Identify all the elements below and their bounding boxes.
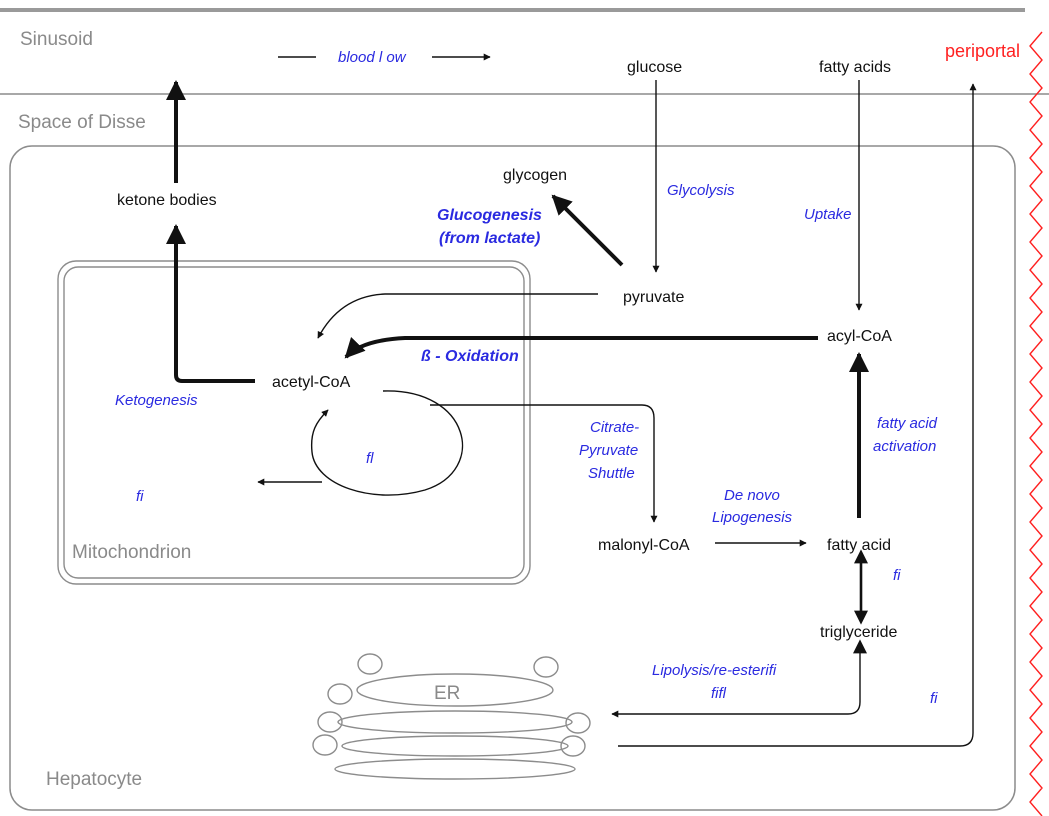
tca-cycle xyxy=(310,390,464,496)
lipolysis-arrow xyxy=(611,639,867,718)
glucogenesis-label-line1: Glucogenesis xyxy=(437,207,542,224)
malonyl-coa-label: malonyl-CoA xyxy=(598,537,690,554)
sinusoid-label: Sinusoid xyxy=(20,29,93,50)
export-fragment-label: fi xyxy=(930,690,938,707)
lipolysis-label-line1: Lipolysis/re-esterifi xyxy=(652,662,777,679)
mitochondrion-outer xyxy=(57,260,531,585)
citrate-shuttle-arrow xyxy=(430,404,658,523)
mitochondrion-label: Mitochondrion xyxy=(72,542,191,563)
fa-activation-label-line2: activation xyxy=(873,438,936,455)
lipolysis-label-line2: fifl xyxy=(711,685,727,702)
citrate-shuttle-label-line3: Shuttle xyxy=(588,465,635,482)
glycogen-label: glycogen xyxy=(503,167,567,184)
fa-activation-label-line1: fatty acid xyxy=(877,415,938,432)
mito-fragment-label: fi xyxy=(136,488,144,505)
fatty-acids-label: fatty acids xyxy=(819,59,891,76)
hepatocyte-outline xyxy=(9,145,1016,811)
ketone-bodies-label: ketone bodies xyxy=(117,192,217,209)
glucose-label: glucose xyxy=(627,59,682,76)
de-novo-label-line2: Lipogenesis xyxy=(712,509,793,526)
acyl-coa-label: acyl-CoA xyxy=(827,328,892,345)
beta-oxidation-arrow xyxy=(344,336,818,359)
beta-oxidation-label: ß - Oxidation xyxy=(421,348,519,365)
glucogenesis-label-line2: (from lactate) xyxy=(439,230,540,247)
citrate-shuttle-label-line1: Citrate- xyxy=(590,419,639,436)
space-of-disse-label: Space of Disse xyxy=(18,112,146,133)
glucogenesis-arrow xyxy=(551,194,624,267)
periportal-zigzag xyxy=(1029,31,1043,816)
blood-flow-label: blood l ow xyxy=(338,49,407,66)
ketogenesis-arrow xyxy=(166,224,255,383)
tca-cycle-label: fl xyxy=(366,450,374,467)
fa-tg-fragment-label: fi xyxy=(893,567,901,584)
uptake-label: Uptake xyxy=(804,206,852,223)
acetyl-coa-label: acetyl-CoA xyxy=(272,374,351,391)
citrate-shuttle-label-line2: Pyruvate xyxy=(579,442,638,459)
pyruvate-label: pyruvate xyxy=(623,289,684,306)
er-organelle xyxy=(312,653,591,780)
hepatocyte-label: Hepatocyte xyxy=(46,769,142,790)
glycolysis-label: Glycolysis xyxy=(667,182,735,199)
mitochondrion-inner xyxy=(63,266,525,579)
triglyceride-label: triglyceride xyxy=(820,624,897,641)
export-arrow xyxy=(618,83,977,747)
pyruvate-to-acetyl-coa-arrow xyxy=(317,293,598,339)
ketogenesis-label: Ketogenesis xyxy=(115,392,198,409)
periportal-label: periportal xyxy=(945,41,1020,61)
de-novo-label-line1: De novo xyxy=(724,487,780,504)
er-label: ER xyxy=(434,683,460,704)
fatty-acid-label: fatty acid xyxy=(827,537,891,554)
